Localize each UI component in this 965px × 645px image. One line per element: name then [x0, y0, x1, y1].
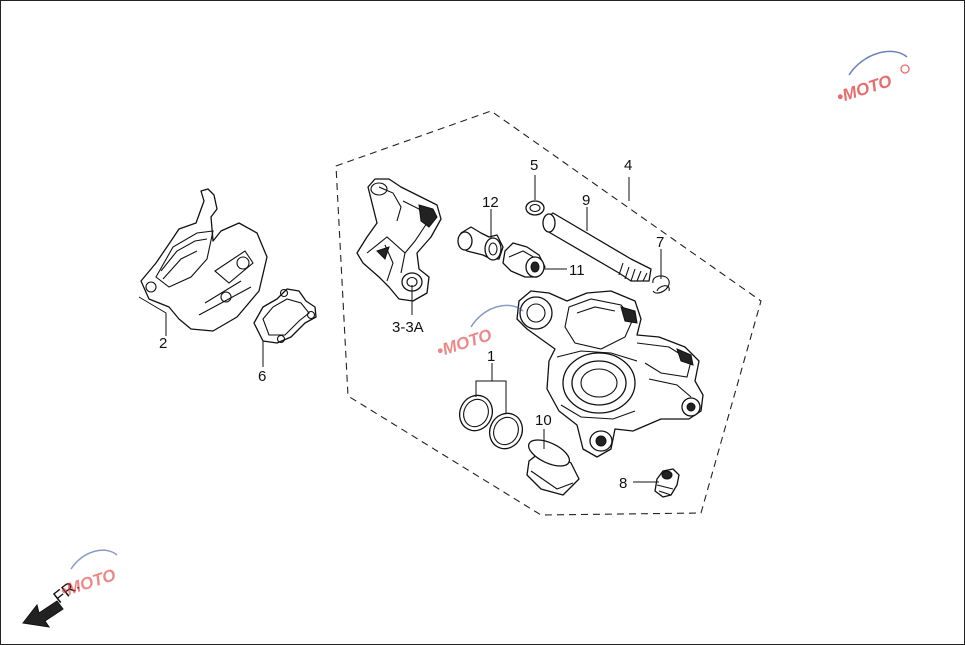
- watermark-logo-center: •MOTO: [434, 304, 524, 361]
- slide-pin-part: [542, 212, 652, 282]
- piston-part: [526, 439, 580, 496]
- caliper-bracket-part: [356, 178, 442, 302]
- callout-9: 9: [582, 192, 590, 209]
- rubber-boot-part: [502, 242, 546, 278]
- svg-text:•MOTO: •MOTO: [434, 325, 494, 361]
- pad-spring-part: [253, 288, 317, 344]
- callout-2: 2: [159, 335, 167, 352]
- pin-boot-part: [457, 226, 504, 261]
- watermark-logo-top-right: •MOTO: [834, 50, 910, 107]
- bleeder-valve-part: [654, 468, 680, 498]
- callout-10: 10: [535, 412, 552, 429]
- callout-12: 12: [482, 194, 499, 211]
- callout-8: 8: [619, 475, 627, 492]
- callout-5: 5: [530, 157, 538, 174]
- watermark-logo-bottom-left: •MOTO: [58, 549, 118, 601]
- svg-text:•MOTO: •MOTO: [834, 71, 894, 107]
- callout-3-3a: 3-3A: [392, 319, 424, 336]
- callout-1: 1: [487, 348, 495, 365]
- caliper-body-part: [516, 290, 704, 458]
- svg-text:•MOTO: •MOTO: [58, 565, 118, 601]
- leader-lines: [138, 175, 662, 483]
- callout-11: 11: [569, 262, 585, 279]
- callout-6: 6: [258, 368, 266, 385]
- piston-seals-part: [458, 394, 524, 450]
- o-ring-part: [525, 200, 545, 216]
- callout-4: 4: [624, 157, 632, 174]
- brake-pad-part: [140, 188, 268, 332]
- clip-part: [652, 275, 670, 294]
- assembly-boundary: [335, 110, 762, 516]
- callout-7: 7: [656, 234, 664, 251]
- arrow-down-left-icon: [22, 600, 64, 628]
